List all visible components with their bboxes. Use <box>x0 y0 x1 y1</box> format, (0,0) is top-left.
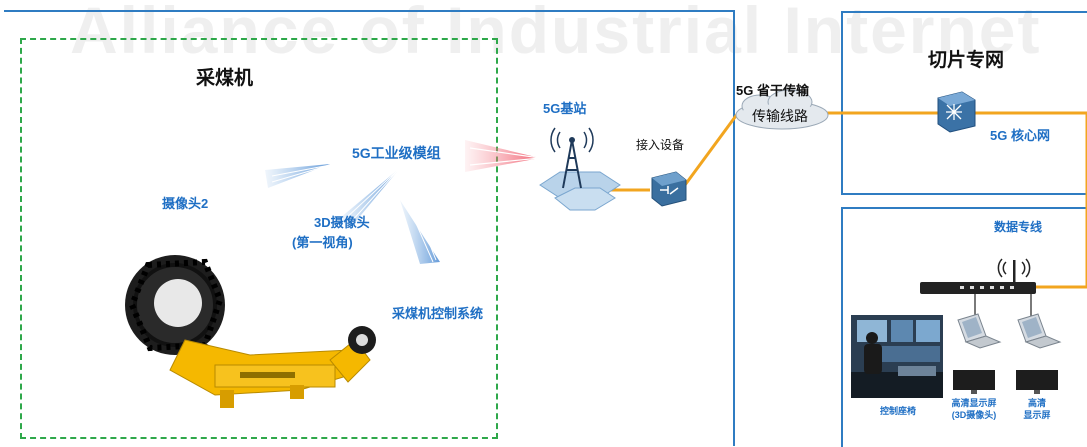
beam-red <box>465 140 541 172</box>
access-device-icon <box>651 171 687 207</box>
hd-display-3d-label-line2: (3D摄像头) <box>951 410 997 420</box>
control-seat-label: 控制座椅 <box>879 406 916 416</box>
beam-blue-2 <box>340 167 401 226</box>
data-line-title: 数据专线 <box>994 220 1043 234</box>
beam-blue-3 <box>400 200 440 264</box>
link-access-to-transport <box>683 112 740 186</box>
base-station-icon <box>539 127 621 211</box>
control-system-label: 采煤机控制系统 <box>392 306 484 321</box>
cloud-icon <box>735 89 829 130</box>
router-icon <box>920 258 1036 294</box>
link-core-to-router <box>975 111 1087 289</box>
hd-display-label-line1: 高清 <box>1027 398 1046 408</box>
shearer-title: 采煤机 <box>196 68 254 89</box>
shearer-machine-image <box>125 255 376 408</box>
beam-blue-1 <box>265 164 331 188</box>
camera3d-label-line1: 3D摄像头 <box>314 215 370 230</box>
base-station-label: 5G基站 <box>543 101 587 116</box>
control-room-photo <box>851 315 943 398</box>
core-switch-icon <box>937 91 976 133</box>
monitor-icon-1 <box>953 370 995 394</box>
core-network-label: 5G 核心网 <box>990 128 1050 143</box>
slice-network-title: 切片专网 <box>928 50 1005 71</box>
slice-network-frame <box>841 11 1087 195</box>
camera2-label: 摄像头2 <box>162 196 209 211</box>
cloud-label: 传输线路 <box>752 108 808 124</box>
hd-display-label-line2: 显示屏 <box>1023 410 1051 420</box>
module-label: 5G工业级模组 <box>352 145 441 161</box>
left-frame <box>4 10 735 446</box>
transmission-title: 5G 省干传输 <box>736 83 809 98</box>
data-line-frame <box>841 207 1087 447</box>
monitor-icon-2 <box>1016 370 1058 394</box>
hd-display-3d-label-line1: 高清显示屏 <box>951 398 997 408</box>
camera3d-label-line2: (第一视角) <box>292 235 353 250</box>
laptop-icon-2 <box>1017 313 1062 349</box>
laptop-icon-1 <box>957 313 1002 349</box>
shearer-zone <box>20 38 498 439</box>
access-device-label: 接入设备 <box>636 138 685 152</box>
